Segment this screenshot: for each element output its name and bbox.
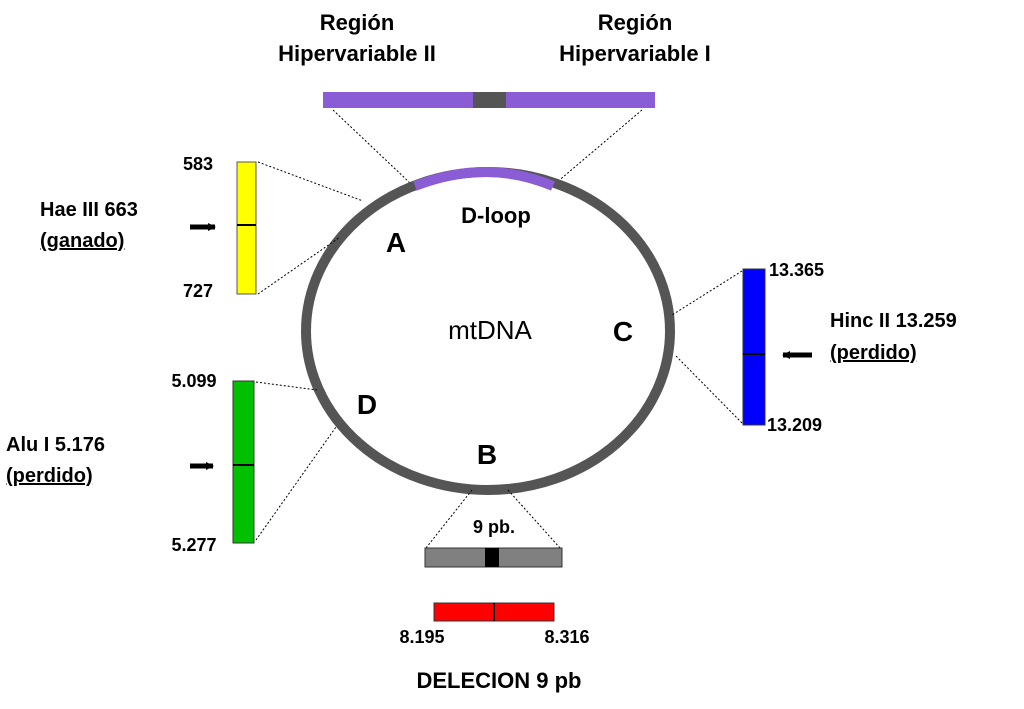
site-a-connector-bottom [257,236,341,295]
site-d-bottom-number: 5.277 [171,535,216,555]
region-hv2-line2: Hipervariable II [278,41,436,66]
hypervariable-gray-segment [473,92,506,108]
connector-top-left [332,109,411,184]
site-b-deletion-small-label: 9 pb. [473,517,515,537]
region-label-d: D [357,389,377,420]
site-a-connector-top [257,161,364,202]
dloop-arc [413,167,555,191]
dloop-label: D-loop [461,203,531,228]
site-a-status: (ganado) [40,230,124,252]
region-label-c: C [613,316,633,347]
region-hv2-line1: Región [320,10,395,35]
site-b-connector-right [507,489,561,549]
site-c-bottom-number: 13.209 [767,415,822,435]
site-c-connector-bottom [675,355,743,424]
region-label-a: A [386,227,406,258]
region-hv1-line2: Hipervariable I [559,41,711,66]
site-d-connector-top [255,381,318,391]
mtdna-label: mtDNA [448,315,532,345]
site-d-status: (perdido) [6,465,93,487]
region-hv1-line1: Región [598,10,673,35]
site-d-connector-bottom [255,426,337,541]
site-a-bottom-number: 727 [183,281,213,301]
site-d-bar [232,380,255,544]
deletion-caption: DELECION 9 pb [416,668,581,693]
deletion-black-segment [485,548,499,567]
region-label-b: B [477,439,497,470]
site-d-top-number: 5.099 [171,371,216,391]
site-a-top-number: 583 [183,154,213,174]
site-b-left-number: 8.195 [399,627,444,647]
site-c-status: (perdido) [830,342,917,364]
site-a-bar [236,161,257,295]
site-c-top-number: 13.365 [769,260,824,280]
site-a-enzyme: Hae III 663 [40,199,138,221]
site-c-bar [742,268,766,426]
site-b-connector-left [425,489,473,549]
site-b-right-number: 8.316 [544,627,589,647]
site-c-connector-top [671,270,743,316]
site-c-enzyme: Hinc II 13.259 [830,310,957,332]
connector-top-right [555,109,643,184]
site-d-enzyme: Alu I 5.176 [6,434,105,456]
